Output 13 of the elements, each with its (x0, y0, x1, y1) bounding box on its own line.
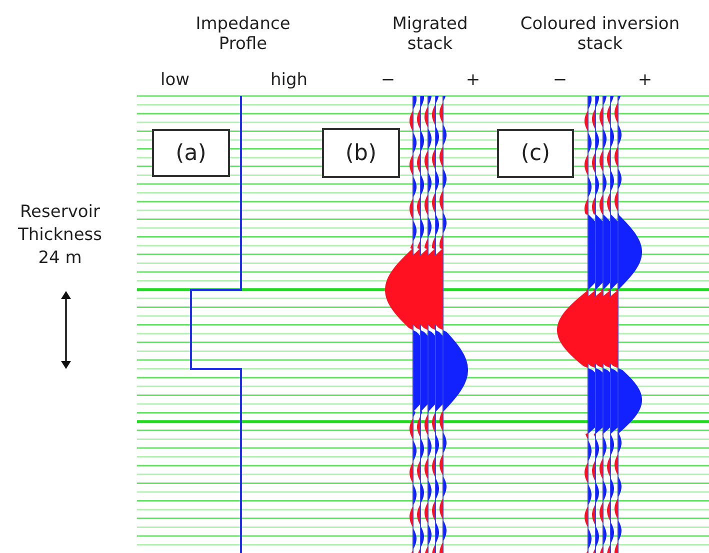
panel-label-box: (c) (497, 129, 574, 178)
column-heading: Coloured inversion stack (519, 14, 681, 54)
axis-label: − (380, 70, 396, 90)
panel-label-box: (b) (322, 128, 400, 178)
axis-label: low (159, 70, 191, 90)
axis-label: + (464, 70, 482, 90)
axis-label: − (552, 70, 568, 90)
column-heading: Migrated stack (391, 14, 469, 54)
column-heading: Impedance Profle (194, 14, 292, 54)
panel-label-box: (a) (152, 129, 230, 177)
axis-label: high (269, 70, 309, 90)
axis-label: + (636, 70, 654, 90)
reservoir-thickness-note: Reservoir Thickness 24 m (16, 201, 104, 270)
